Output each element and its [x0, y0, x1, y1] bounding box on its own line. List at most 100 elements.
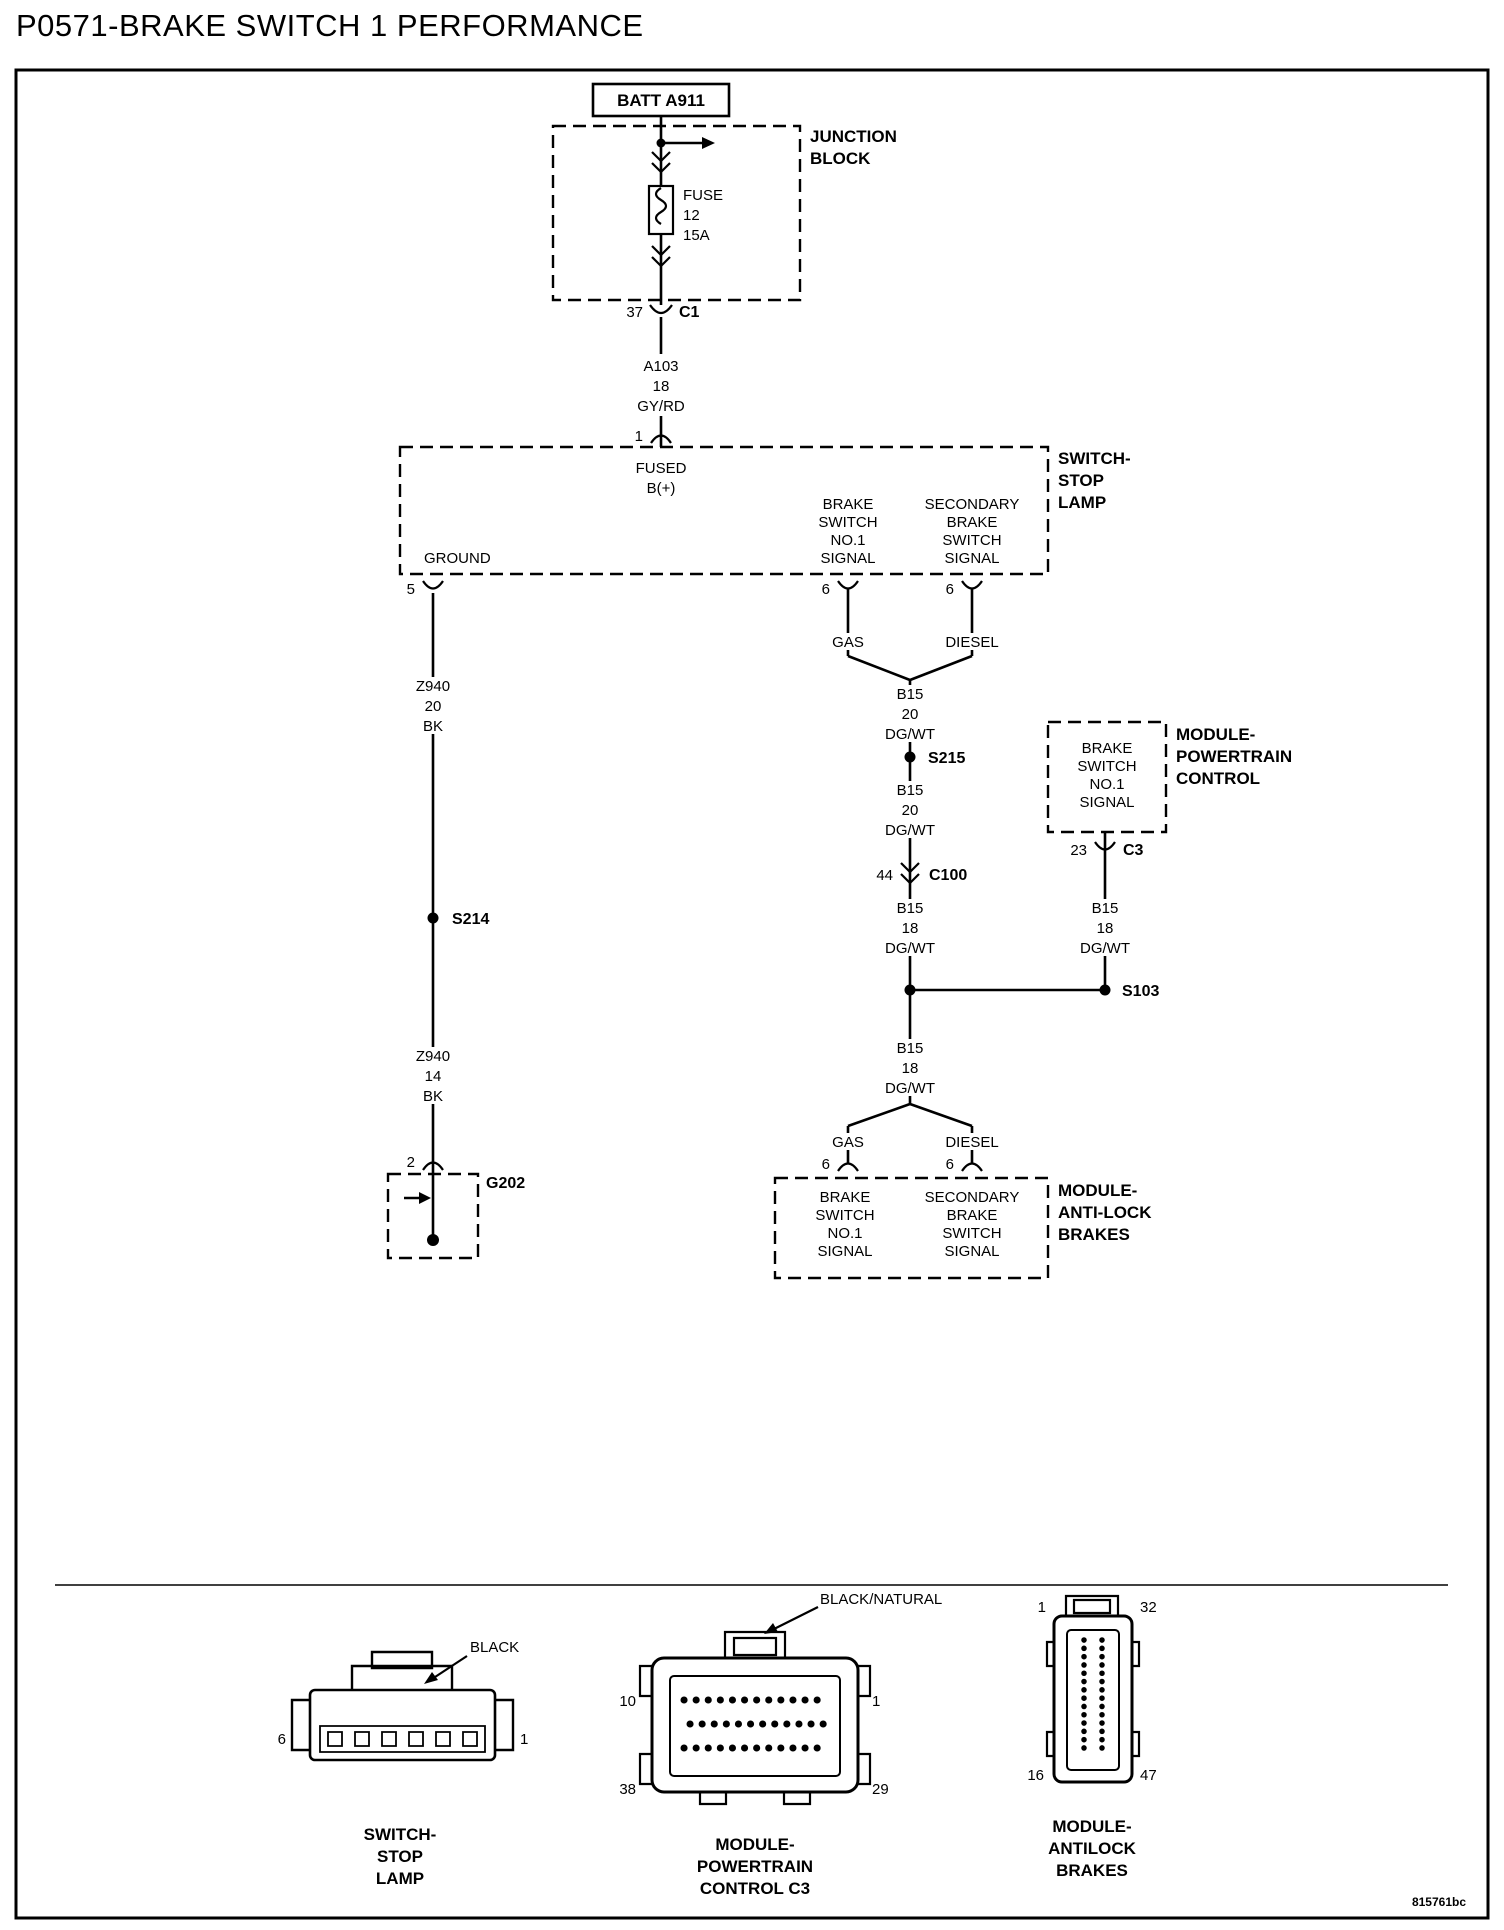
abs-caption-1: MODULE- [1052, 1817, 1131, 1836]
fused-b-label-1: FUSED [636, 460, 687, 477]
sl-brake-sw1-4: SIGNAL [820, 550, 875, 567]
gas-diesel-merge-top: GAS DIESEL [832, 634, 999, 651]
splice-s103-dot [1099, 984, 1111, 996]
splice-s214-label: S214 [452, 911, 489, 928]
pcm-connector-pin-bottom-left: 38 [619, 1781, 636, 1798]
stop-lamp-box-label-3: LAMP [1058, 493, 1106, 512]
abs-connector-pin-bottom-left: 16 [1027, 1767, 1044, 1784]
stop-lamp-connector-color: BLACK [470, 1639, 519, 1656]
pcm-signal-1: BRAKE [1082, 740, 1133, 757]
abs-caption-3: BRAKES [1056, 1861, 1128, 1880]
wire-b15-18a-circuit: B15 [897, 900, 924, 917]
stop-lamp-caption-3: LAMP [376, 1869, 424, 1888]
sl-brake-sw1-2: SWITCH [818, 514, 877, 531]
stop-lamp-color-pointer [431, 1655, 468, 1680]
sl-sec-brake-2: BRAKE [947, 514, 998, 531]
wire-b15-20a-circuit: B15 [897, 686, 924, 703]
pcm-signal-4: SIGNAL [1079, 794, 1134, 811]
abs-brake-sw1-2: SWITCH [815, 1207, 874, 1224]
fuse-symbol [647, 184, 675, 236]
c100-name: C100 [929, 867, 967, 884]
switch-stop-lamp-box [398, 445, 1050, 576]
wire-b15-18b-circuit: B15 [1092, 900, 1119, 917]
pcm-connector-face [669, 1675, 841, 1777]
wire-b15-20b-gauge: 20 [902, 802, 919, 819]
pcm-connector-pin-top-left: 10 [619, 1693, 636, 1710]
abs-pin-6-gas: 6 [822, 1156, 830, 1173]
wire-z940-20-color: BK [423, 718, 443, 735]
wire-a103-gauge: 18 [653, 378, 670, 395]
stop-lamp-connector-pin-right: 1 [520, 1731, 528, 1748]
connector-view-stop-lamp: BLACK 6 1 SWITCH- STOP LAMP [278, 1639, 529, 1888]
abs-connector-pin-top-left: 1 [1038, 1599, 1046, 1616]
splice-s215-label: S215 [928, 750, 965, 767]
wire-b15-18c-color: DG/WT [885, 1080, 935, 1097]
wire-z940-20-gauge: 20 [425, 698, 442, 715]
wire-b15-18a-gauge: 18 [902, 920, 919, 937]
sl-brake-sw1-1: BRAKE [823, 496, 874, 513]
g202-label: G202 [486, 1175, 525, 1192]
wire-label-b15-18-c: B15 18 DG/WT [885, 1040, 935, 1097]
sl-sec-brake-1: SECONDARY [925, 496, 1020, 513]
abs-brake-sw1-1: BRAKE [820, 1189, 871, 1206]
pcm-box [1046, 720, 1168, 834]
wire-a103-color: GY/RD [637, 398, 685, 415]
c1-name: C1 [679, 304, 700, 321]
pcm-section: MODULE- POWERTRAIN CONTROL BRAKE SWITCH … [1046, 720, 1292, 957]
pcm-connector-pin-top-right: 1 [872, 1693, 880, 1710]
wire-z940-14-circuit: Z940 [416, 1048, 450, 1065]
stop-lamp-connector-body [308, 1688, 497, 1762]
gas-label-bottom: GAS [832, 1134, 864, 1151]
abs-box-label-3: BRAKES [1058, 1225, 1130, 1244]
abs-section: 6 6 MODULE- ANTI-LOCK BRAKES BRAKE SWITC… [773, 1156, 1152, 1280]
g202-ground-dot [427, 1234, 439, 1246]
wire-b15-18b-color: DG/WT [1080, 940, 1130, 957]
diesel-label-bottom: DIESEL [945, 1134, 998, 1151]
connector-view-abs: 1 32 16 47 MODULE- ANTILOCK BRAKES [1027, 1594, 1157, 1880]
wire-label-backdrops [407, 354, 1133, 1150]
pcm-connector-pinholes [680, 1696, 838, 1752]
junction-block-box [551, 124, 802, 302]
figure-id: 815761bc [1412, 1895, 1466, 1909]
stop-lamp-pin-6-diesel: 6 [946, 581, 954, 598]
pcm-connector-color: BLACK/NATURAL [820, 1591, 942, 1608]
stop-lamp-caption-1: SWITCH- [364, 1825, 437, 1844]
wire-z940-20-circuit: Z940 [416, 678, 450, 695]
sl-brake-sw1-3: NO.1 [830, 532, 865, 549]
connector-view-pcm: BLACK/NATURAL 10 1 38 29 MODULE- POWERTR… [619, 1591, 942, 1898]
wire-z940-14-color: BK [423, 1088, 443, 1105]
wire-label-b15-18-a: B15 18 DG/WT [885, 900, 935, 957]
abs-brake-sw1-4: SIGNAL [817, 1243, 872, 1260]
abs-pin-6-diesel: 6 [946, 1156, 954, 1173]
splice-s103-label: S103 [1122, 983, 1159, 1000]
stop-lamp-pin-6-gas: 6 [822, 581, 830, 598]
gas-diesel-split-bottom: GAS DIESEL [832, 1134, 999, 1151]
wire-b15-20b-color: DG/WT [885, 822, 935, 839]
stop-lamp-connector-pin-left: 6 [278, 1731, 286, 1748]
wire-lines [404, 116, 1107, 1240]
pcm-box-label-1: MODULE- [1176, 725, 1255, 744]
stop-lamp-connector-pin-cavities [319, 1725, 486, 1753]
stop-lamp-pin-5: 5 [407, 581, 415, 598]
connector-c1: 37 C1 [626, 304, 699, 321]
feed-arrow-icon [702, 137, 715, 149]
pcm-box-label-3: CONTROL [1176, 769, 1260, 788]
pcm-box-label-2: POWERTRAIN [1176, 747, 1292, 766]
pcm-signal-3: NO.1 [1089, 776, 1124, 793]
wire-label-b15-20-a: B15 20 DG/WT [885, 686, 935, 743]
wire-b15-20a-gauge: 20 [902, 706, 919, 723]
sl-sec-brake-4: SIGNAL [944, 550, 999, 567]
gas-label-top: GAS [832, 634, 864, 651]
diesel-label-top: DIESEL [945, 634, 998, 651]
abs-box-label-2: ANTI-LOCK [1058, 1203, 1152, 1222]
g202-arrow-icon [419, 1192, 431, 1204]
stop-lamp-caption-2: STOP [377, 1847, 423, 1866]
pcm-caption-2: POWERTRAIN [697, 1857, 813, 1876]
pcm-connector-body [650, 1656, 860, 1794]
abs-brake-sw1-3: NO.1 [827, 1225, 862, 1242]
abs-box-label-1: MODULE- [1058, 1181, 1137, 1200]
pin-arc-icons [422, 304, 1116, 1172]
abs-connector-body [1052, 1614, 1134, 1784]
ground-pin-2: 2 [407, 1154, 415, 1171]
